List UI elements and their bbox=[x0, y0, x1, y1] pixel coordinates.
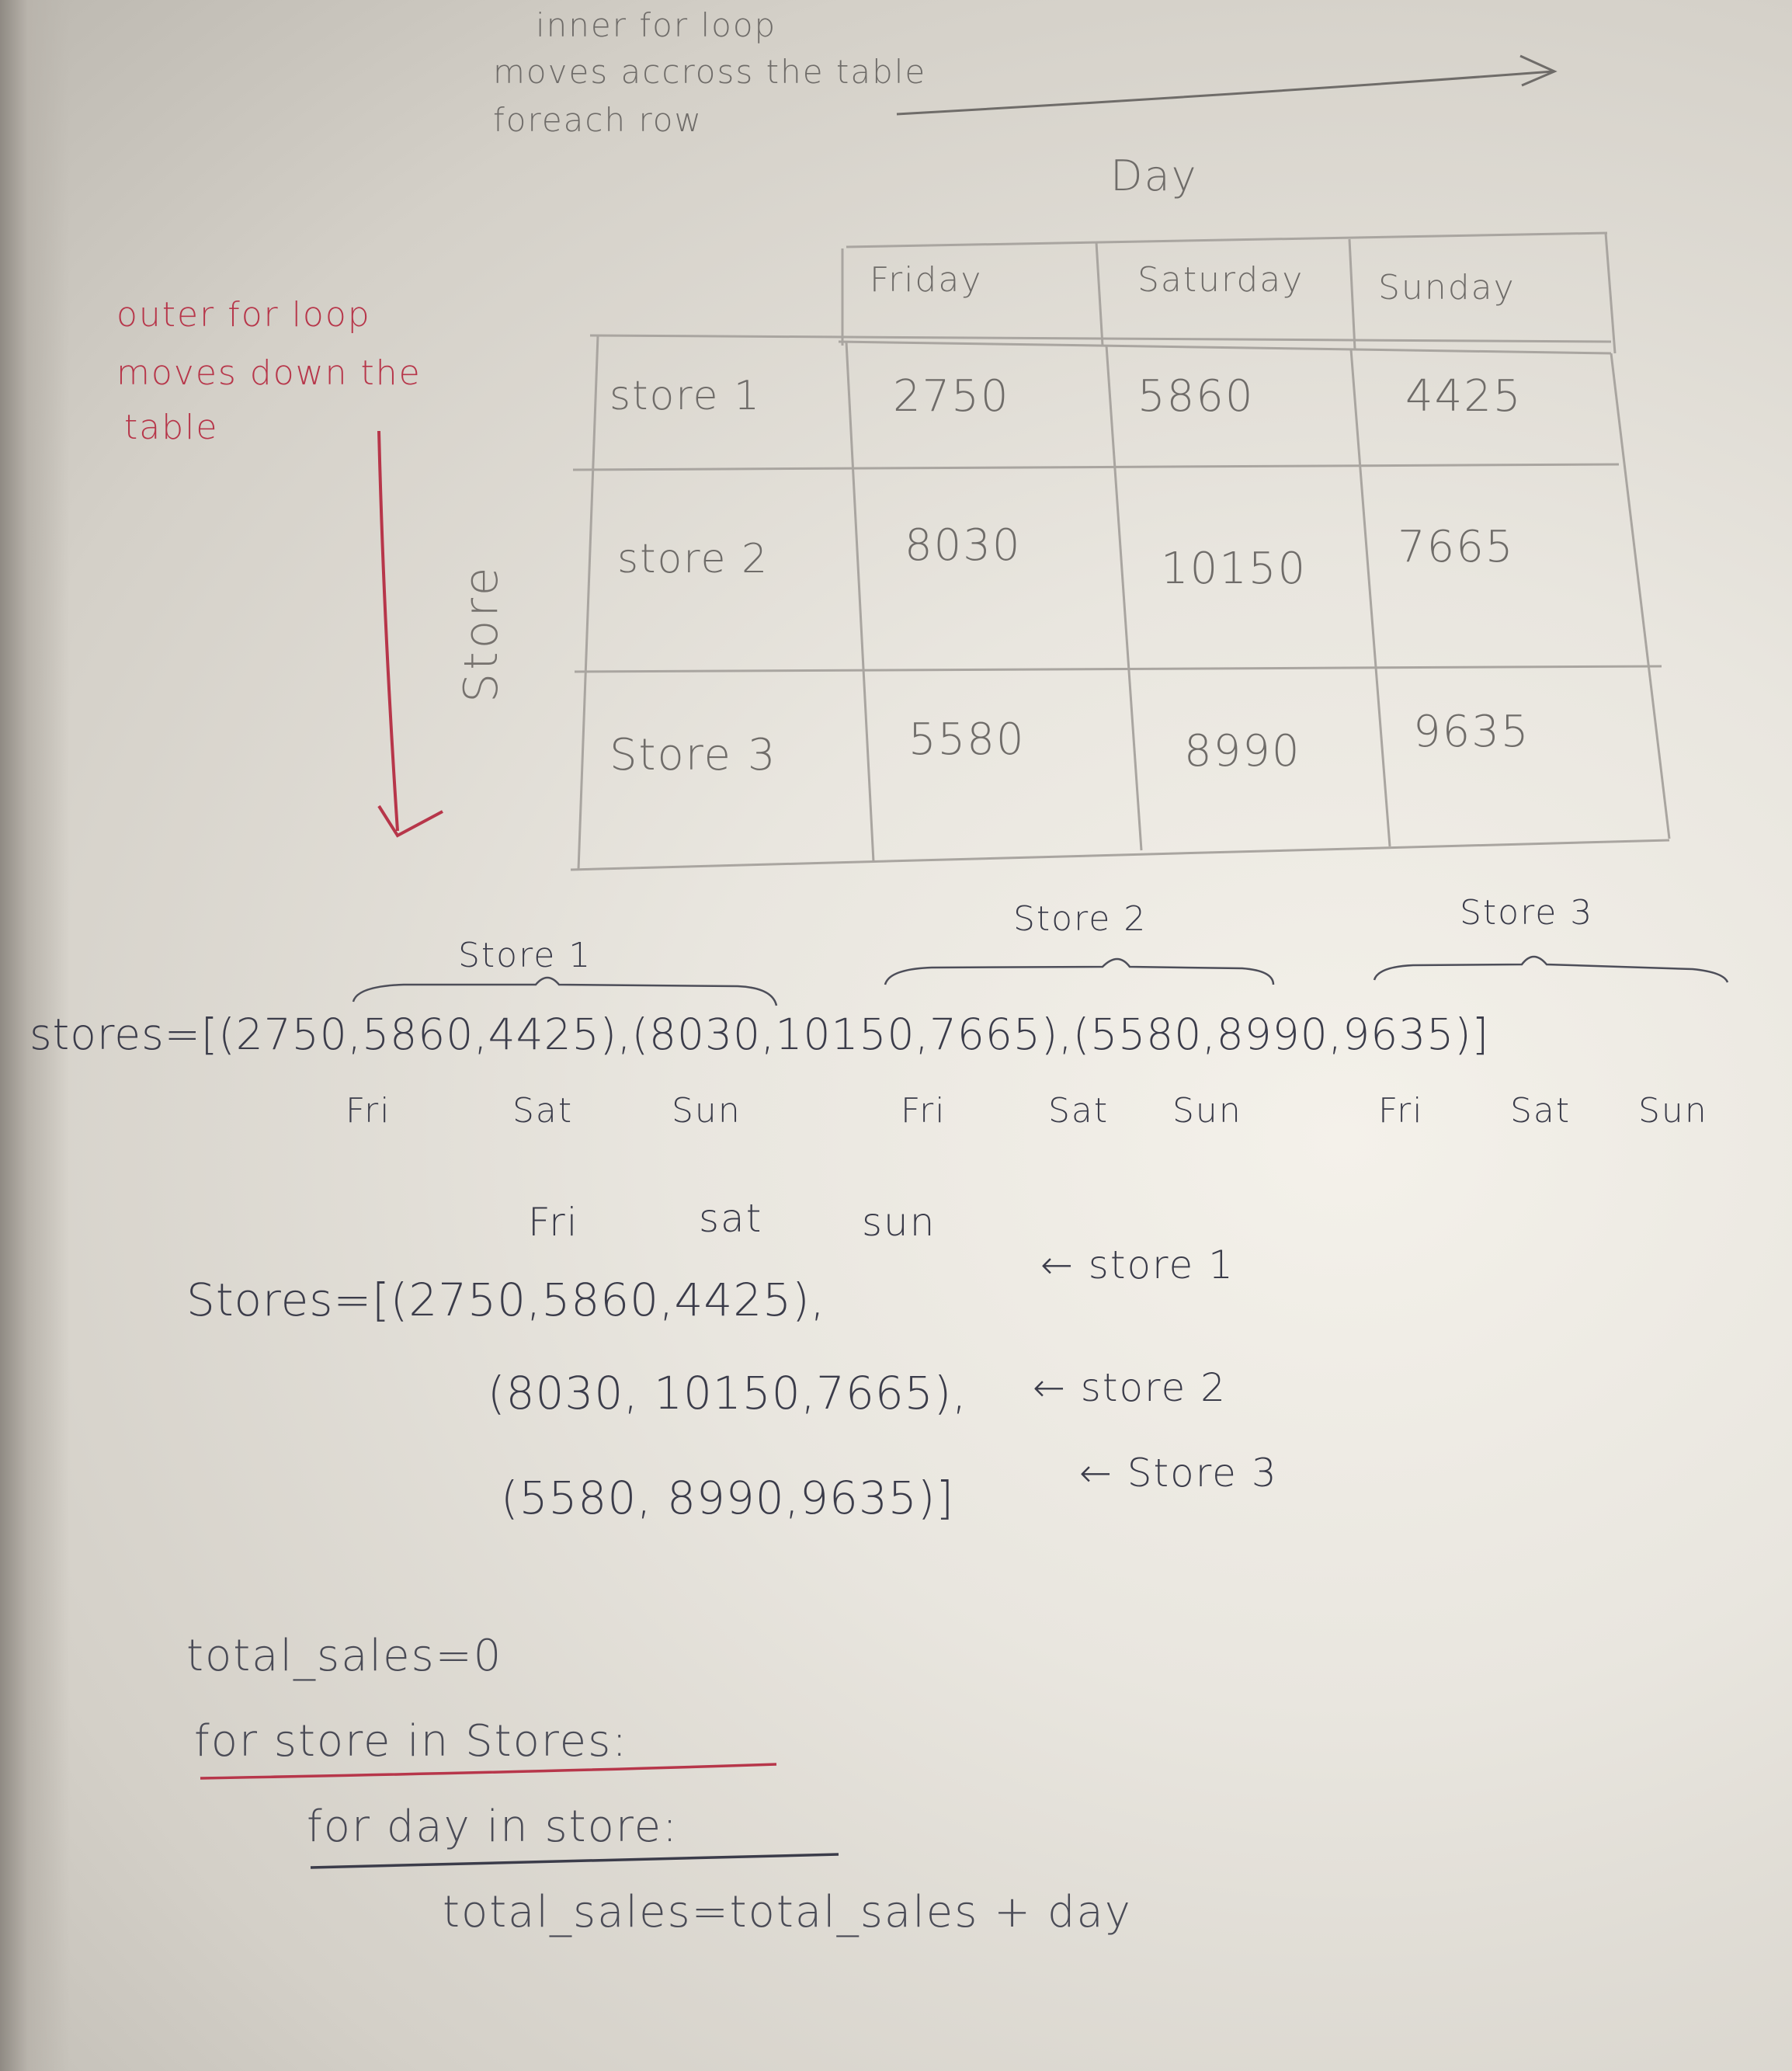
tuple2-day-fri: Fri bbox=[901, 1091, 946, 1131]
code-line-for-store: for store in Stores: bbox=[194, 1716, 629, 1767]
cell-store2-saturday: 10150 bbox=[1161, 544, 1308, 594]
tuple3-day-sat: Sat bbox=[1510, 1091, 1571, 1131]
outer-loop-arrow-line bbox=[377, 430, 399, 832]
page-edge-shadow bbox=[0, 0, 70, 2071]
code-line-for-day: for day in store: bbox=[307, 1802, 679, 1852]
code-line-total-sales-init: total_sales=0 bbox=[186, 1631, 503, 1681]
row-label-store-2: store 2 bbox=[617, 536, 769, 582]
cell-store1-saturday: 5860 bbox=[1137, 371, 1255, 422]
tuple1-day-sun: Sun bbox=[672, 1091, 741, 1131]
stacked-header-fri: Fri bbox=[528, 1200, 579, 1245]
inner-loop-note-line3: foreach row bbox=[493, 101, 703, 139]
day-axis-label: Day bbox=[1110, 151, 1198, 200]
stacked-line-3-note: ← Store 3 bbox=[1079, 1451, 1278, 1496]
cell-store3-friday: 5580 bbox=[908, 714, 1026, 765]
stacked-line-1-note: ← store 1 bbox=[1040, 1242, 1235, 1287]
tuple3-day-sun: Sun bbox=[1638, 1091, 1708, 1131]
table-grid bbox=[570, 231, 1671, 871]
row-label-store-3: Store 3 bbox=[609, 730, 777, 780]
outer-loop-note-line3: table bbox=[124, 408, 219, 447]
stacked-line-3-code: (5580, 8990,9635)] bbox=[501, 1472, 955, 1524]
brace-label-store1: Store 1 bbox=[458, 936, 592, 975]
tuple3-day-fri: Fri bbox=[1378, 1091, 1424, 1131]
code-line-accumulate: total_sales=total_sales + day bbox=[443, 1887, 1132, 1937]
stacked-header-sat: sat bbox=[699, 1196, 763, 1241]
column-header-saturday: Saturday bbox=[1137, 260, 1304, 300]
cell-store1-friday: 2750 bbox=[893, 371, 1010, 422]
brace-label-store3: Store 3 bbox=[1460, 893, 1594, 933]
inner-loop-arrow-line bbox=[896, 70, 1554, 116]
cell-store1-sunday: 4425 bbox=[1405, 371, 1523, 422]
cell-store3-sunday: 9635 bbox=[1413, 707, 1530, 757]
outer-loop-note-line1: outer for loop bbox=[116, 295, 371, 335]
brace-store3 bbox=[1373, 955, 1729, 983]
stacked-line-2-code: (8030, 10150,7665), bbox=[488, 1367, 967, 1419]
cell-store2-sunday: 7665 bbox=[1398, 522, 1515, 572]
cell-store2-friday: 8030 bbox=[905, 520, 1022, 571]
tuple2-day-sun: Sun bbox=[1172, 1091, 1242, 1131]
inner-loop-note-line1: inner for loop bbox=[536, 6, 777, 44]
cell-store3-saturday: 8990 bbox=[1184, 726, 1301, 777]
brace-store1 bbox=[352, 976, 778, 1006]
stacked-line-1-code: Stores=[(2750,5860,4425), bbox=[186, 1274, 826, 1326]
column-header-sunday: Sunday bbox=[1378, 268, 1516, 308]
outer-loop-arrow-head-icon bbox=[377, 804, 443, 838]
stacked-header-sun: sun bbox=[862, 1200, 936, 1245]
column-header-friday: Friday bbox=[870, 260, 983, 300]
inner-loop-arrow-head-icon bbox=[1519, 54, 1558, 87]
tuple1-day-fri: Fri bbox=[346, 1091, 391, 1131]
row-label-store-1: store 1 bbox=[609, 373, 762, 419]
brace-label-store2: Store 2 bbox=[1013, 899, 1148, 939]
tuple2-day-sat: Sat bbox=[1048, 1091, 1110, 1131]
tuple-braces bbox=[352, 955, 1729, 1006]
for-day-underline bbox=[310, 1853, 839, 1869]
outer-loop-note-line2: moves down the bbox=[116, 353, 422, 393]
inner-loop-note-line2: moves accross the table bbox=[493, 53, 927, 91]
brace-store2 bbox=[884, 957, 1275, 985]
for-store-underline bbox=[200, 1763, 777, 1780]
stacked-line-2-note: ← store 2 bbox=[1033, 1365, 1227, 1410]
tuple1-day-sat: Sat bbox=[512, 1091, 574, 1131]
stores-list-one-line: stores=[(2750,5860,4425),(8030,10150,766… bbox=[30, 1009, 1490, 1059]
